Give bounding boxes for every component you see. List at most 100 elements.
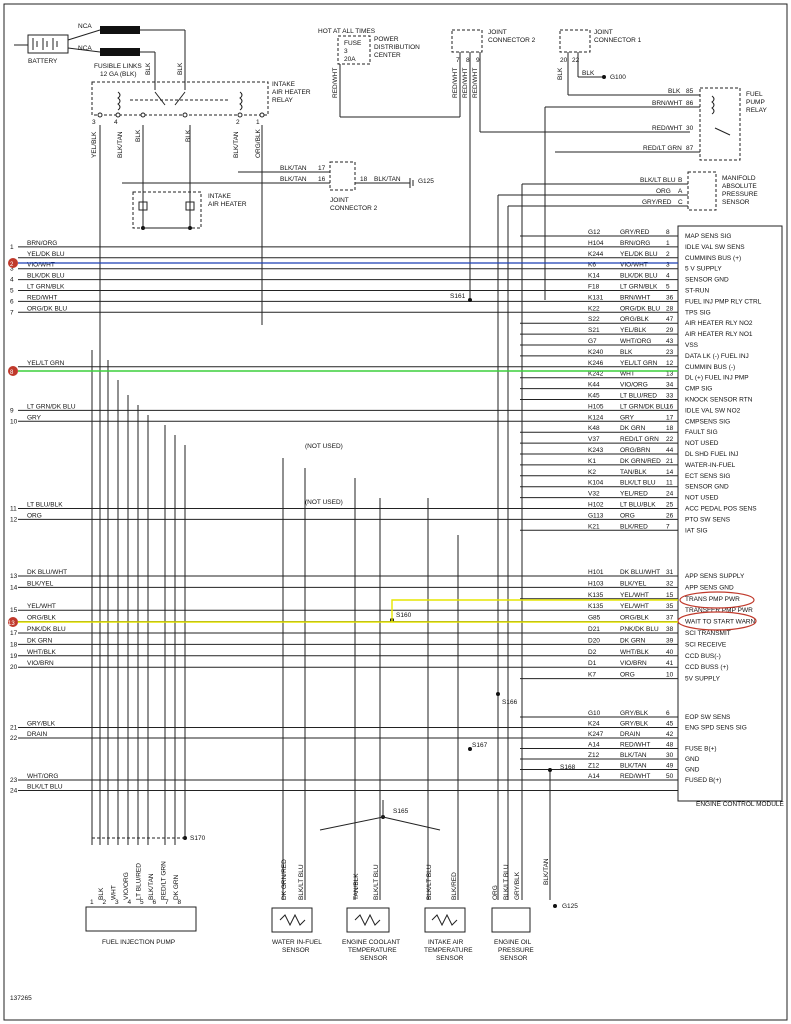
fip-label: FUEL INJECTION PUMP — [102, 939, 175, 946]
fusible-label-2: 12 GA (BLK) — [100, 71, 137, 78]
intake-air-temp-sensor: INTAKE AIR TEMPERATURE SENSOR BLK/LT BLU… — [424, 864, 473, 962]
wire-color: WHT — [620, 371, 635, 378]
wire-color: BLK/YEL — [620, 580, 647, 587]
jc2-pin-7: 7 — [456, 57, 460, 64]
ecm-pin: 13 — [666, 371, 674, 378]
relay-wire-orgblk: ORG/BLK — [255, 128, 262, 158]
map-label-4: SENSOR — [722, 199, 750, 206]
ecm-function: APP SENS SUPPLY — [685, 573, 745, 580]
wire-color: BLK/TAN — [620, 763, 647, 770]
circuit-id: K135 — [588, 603, 604, 610]
ecm-pin: 50 — [666, 773, 674, 780]
left-wire-label: VIO/BRN — [27, 660, 54, 667]
heater-label-1: INTAKE — [208, 193, 232, 200]
pdc-label-3: CENTER — [374, 52, 401, 59]
ecm-function: ACC PEDAL POS SENS — [685, 506, 757, 513]
ecm-function: AIR HEATER RLY NO2 — [685, 320, 753, 327]
left-wire-number: 3 — [10, 266, 14, 273]
ecm-pin: 25 — [666, 502, 674, 509]
left-wire-label: LT GRN/BLK — [27, 284, 65, 291]
wire-color: BRN/WHT — [620, 294, 650, 301]
ecm-pin: 48 — [666, 742, 674, 749]
circuit-id: V32 — [588, 491, 600, 498]
jc2b-pin-18: 18 — [360, 176, 368, 183]
circuit-id: S22 — [588, 316, 600, 323]
circuit-id: K1 — [588, 458, 596, 465]
ecm-pin: 17 — [666, 414, 674, 421]
wire-color: ORG — [620, 672, 635, 679]
left-wire-label: BLK/YEL — [27, 580, 54, 587]
fip-pin: 8 — [178, 899, 182, 906]
relay-wire-blktan: BLK/TAN — [117, 131, 124, 158]
relay-wire-blk-a: BLK — [135, 129, 142, 142]
figure-number: 137265 — [10, 995, 32, 1002]
fip-pin: 5 — [140, 899, 144, 906]
ecm-function: IAT SIG — [685, 527, 708, 534]
ecm-pin: 39 — [666, 637, 674, 644]
highlight-yellow-branch — [391, 599, 678, 622]
ect-wire-2: BLK/LT BLU — [373, 864, 380, 900]
wire-color: YEL/WHT — [620, 592, 649, 599]
wire-color: RED/WHT — [620, 773, 650, 780]
ecm-pin: 23 — [666, 349, 674, 356]
left-wire-label: LT GRN/DK BLU — [27, 403, 76, 410]
water-in-fuel-sensor: WATER IN-FUEL SENSOR DK GRN/RED BLK/LT B… — [271, 859, 322, 954]
wire-color: ORG/BLK — [620, 316, 650, 323]
circuit-id: F18 — [588, 284, 600, 291]
wire-color: BLK — [620, 349, 633, 356]
ecm-pin: 18 — [666, 425, 674, 432]
wire-color: YEL/RED — [620, 491, 648, 498]
ecm-pin: 12 — [666, 360, 674, 367]
ecm-function: SENSOR GND — [685, 484, 729, 491]
splice-points: S161 S160 S166 S167 S168 S165 S170 — [92, 293, 576, 842]
ecm-function: CMP SIG — [685, 386, 712, 393]
left-wire-label: ORG/DK BLU — [27, 305, 67, 312]
ecm-function: PTO SW SENS — [685, 516, 731, 523]
ecm-function: TPS SIG — [685, 309, 711, 316]
wire-color: GRY/BLK — [620, 721, 649, 728]
ecm-function: ECT SENS SIG — [685, 473, 730, 480]
circuit-id: K48 — [588, 425, 600, 432]
circuit-id: K45 — [588, 393, 600, 400]
circuit-id: K14 — [588, 273, 600, 280]
ecm-pin: 21 — [666, 458, 674, 465]
left-wire-label: DK BLU/WHT — [27, 569, 67, 576]
wire-color: BLK/TAN — [620, 752, 647, 759]
map-pin-b: B — [678, 177, 682, 184]
left-wire-label: ORG — [27, 512, 42, 519]
splice-s160: S160 — [396, 612, 412, 619]
left-wire-label: YEL/LT GRN — [27, 360, 65, 367]
jc2-wire-7: RED/WHT — [452, 68, 459, 98]
ecm-pin: 47 — [666, 316, 674, 323]
circuit-id: Z12 — [588, 752, 600, 759]
left-wire-number: 17 — [10, 630, 18, 637]
jc2-label-1: JOINT — [488, 29, 507, 36]
ecm-pin: 4 — [666, 273, 670, 280]
g125-top: G125 — [418, 178, 434, 185]
left-wire-label: GRY — [27, 414, 42, 421]
left-wire-number: 20 — [10, 664, 18, 671]
map-wire-a: ORG — [656, 188, 671, 195]
circuit-id: D2 — [588, 649, 597, 656]
circuit-id: H104 — [588, 240, 604, 247]
ecm-function: 5 V SUPPLY — [685, 266, 722, 273]
map-label-1: MANIFOLD — [722, 175, 756, 182]
jc2b-label-1: JOINT — [330, 197, 349, 204]
circuit-id: G7 — [588, 338, 597, 345]
map-wire-c: GRY/RED — [642, 199, 672, 206]
ecm-pin: 11 — [666, 480, 673, 487]
fpr-pin-85: 85 — [686, 88, 694, 95]
